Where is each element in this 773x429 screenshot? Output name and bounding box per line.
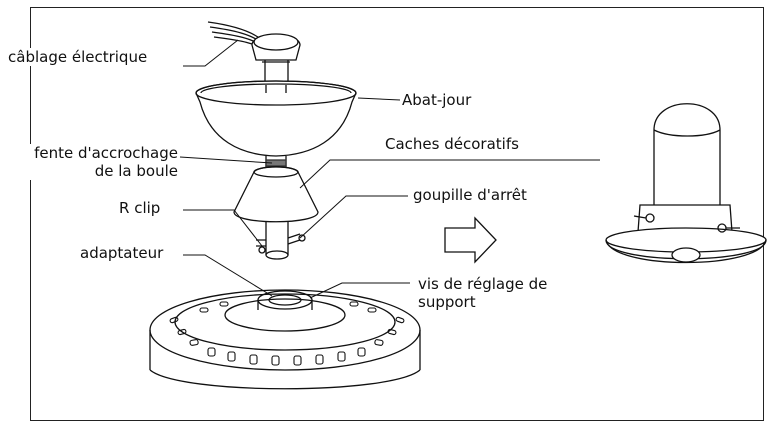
assembled-view-drawing	[605, 103, 767, 264]
label-goupille: goupille d'arrêt	[413, 186, 527, 204]
motor-housing-drawing	[149, 289, 421, 390]
motor-vents	[169, 301, 405, 366]
canopy-drawing	[195, 80, 357, 157]
arrow-right-icon	[444, 216, 497, 264]
coupling-cover-drawing	[233, 166, 319, 223]
lower-rod-drawing	[256, 222, 306, 260]
label-caches: Caches décoratifs	[385, 135, 519, 153]
label-cablage: câblage électrique	[8, 48, 148, 66]
downrod-top	[251, 33, 301, 85]
label-abat-jour: Abat-jour	[402, 91, 472, 109]
label-adaptateur: adaptateur	[80, 244, 164, 262]
label-fente: fente d'accrochage de la boule	[6, 144, 178, 180]
leader-lines	[179, 39, 600, 299]
label-vis: vis de réglage de support	[418, 275, 548, 311]
label-r-clip: R clip	[119, 199, 161, 217]
